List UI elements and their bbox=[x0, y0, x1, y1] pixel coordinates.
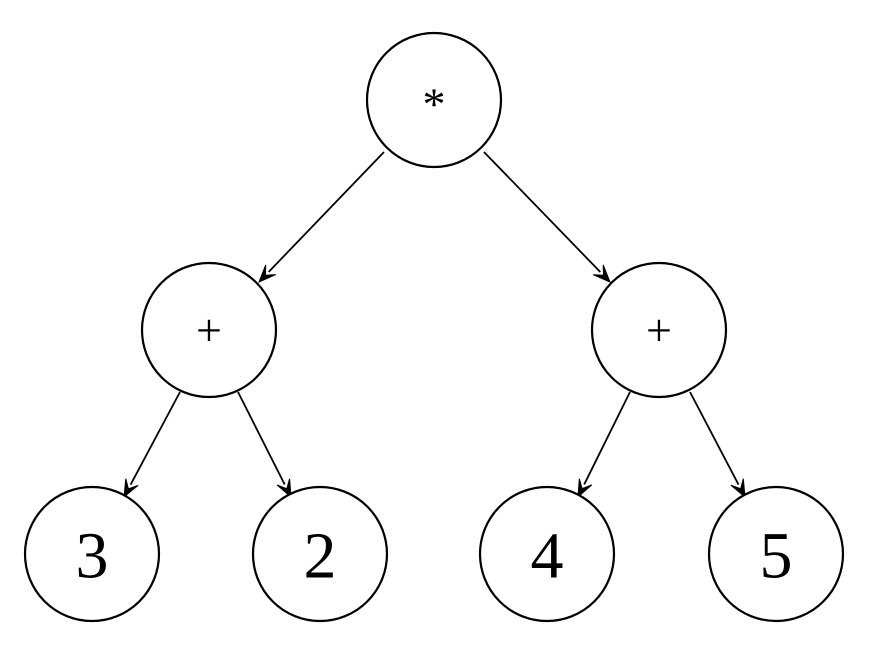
node-circle bbox=[140, 261, 278, 399]
arrowhead-icon bbox=[258, 264, 277, 283]
arrowhead-icon bbox=[730, 478, 746, 499]
node-circle bbox=[23, 485, 161, 623]
operand-label: 3 bbox=[76, 520, 109, 593]
operand-label: 2 bbox=[304, 520, 337, 593]
node-leaf-4: 4 bbox=[478, 485, 616, 623]
arrowhead-icon bbox=[592, 264, 611, 283]
operator-label: + bbox=[646, 305, 672, 356]
edge-right-plus-to-leaf-4 bbox=[577, 391, 631, 499]
edge-right-plus-to-leaf-5 bbox=[689, 391, 746, 499]
arrowhead-icon bbox=[577, 478, 593, 499]
node-right-plus: + bbox=[590, 261, 728, 399]
edge-left-plus-to-leaf-3 bbox=[123, 391, 181, 499]
node-leaf-5: 5 bbox=[707, 485, 845, 623]
edge-root-to-right-plus bbox=[483, 151, 611, 283]
node-circle bbox=[365, 31, 503, 169]
edge-line bbox=[268, 151, 385, 273]
node-left-plus: + bbox=[140, 261, 278, 399]
edge-line bbox=[583, 391, 631, 485]
operand-label: 5 bbox=[760, 520, 793, 593]
edge-line bbox=[237, 391, 286, 485]
operand-label: 4 bbox=[531, 520, 564, 593]
node-circle bbox=[251, 485, 389, 623]
arrowhead-icon bbox=[123, 478, 139, 499]
edge-left-plus-to-leaf-2 bbox=[237, 391, 292, 499]
node-circle bbox=[707, 485, 845, 623]
node-circle bbox=[478, 485, 616, 623]
node-circle bbox=[590, 261, 728, 399]
edge-line bbox=[689, 391, 740, 486]
tree-edges bbox=[123, 151, 746, 499]
operator-label: + bbox=[196, 305, 222, 356]
node-leaf-2: 2 bbox=[251, 485, 389, 623]
edge-line bbox=[483, 151, 601, 273]
node-root: * bbox=[365, 31, 503, 169]
node-leaf-3: 3 bbox=[23, 485, 161, 623]
operator-label: * bbox=[423, 79, 446, 130]
arrowhead-icon bbox=[276, 478, 292, 499]
edge-root-to-left-plus bbox=[258, 151, 385, 283]
edge-line bbox=[129, 391, 181, 486]
tree-nodes: * + +3 2 4 5 bbox=[23, 31, 845, 623]
